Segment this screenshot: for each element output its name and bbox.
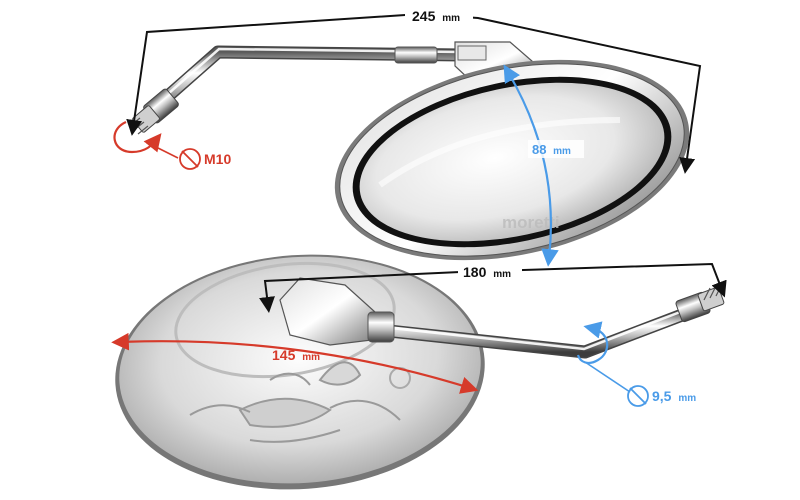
dimension-arm-length: 180 mm: [259, 262, 727, 313]
rotation-arrow-icon: [576, 321, 609, 364]
top-width-unit: mm: [442, 13, 460, 24]
dimension-arm-diameter: 9,5 mm: [576, 321, 696, 407]
bottom-mirror-bolt: [675, 283, 725, 323]
arm-length-value: 180: [463, 264, 487, 280]
svg-text:180 mm: 180 mm: [463, 264, 511, 280]
mirror-height-value: 88: [532, 142, 546, 157]
arm-length-unit: mm: [493, 269, 511, 280]
dimension-back-width: 145 mm: [111, 332, 479, 394]
dimension-mirror-height: 88 mm: [503, 64, 584, 267]
back-width-unit: mm: [302, 352, 320, 363]
dimension-thread: M10: [113, 120, 231, 170]
back-width-value: 145: [272, 347, 296, 363]
thread-value: M10: [204, 151, 231, 167]
svg-text:88 mm: 88 mm: [532, 142, 571, 157]
arm-diameter-unit: mm: [678, 393, 696, 404]
svg-text:145 mm: 145 mm: [272, 347, 320, 363]
diameter-icon: [179, 148, 201, 170]
bottom-mirror: [115, 254, 725, 490]
svg-text:245 mm: 245 mm: [412, 8, 460, 24]
diameter-icon: [627, 385, 649, 407]
arm-diameter-value: 9,5: [652, 388, 672, 404]
dimension-top-width: 245 mm: [126, 6, 702, 174]
mirror-height-unit: mm: [553, 146, 571, 157]
top-mirror-head: [334, 59, 690, 261]
svg-text:9,5 mm: 9,5 mm: [652, 388, 696, 404]
top-width-value: 245: [412, 8, 436, 24]
